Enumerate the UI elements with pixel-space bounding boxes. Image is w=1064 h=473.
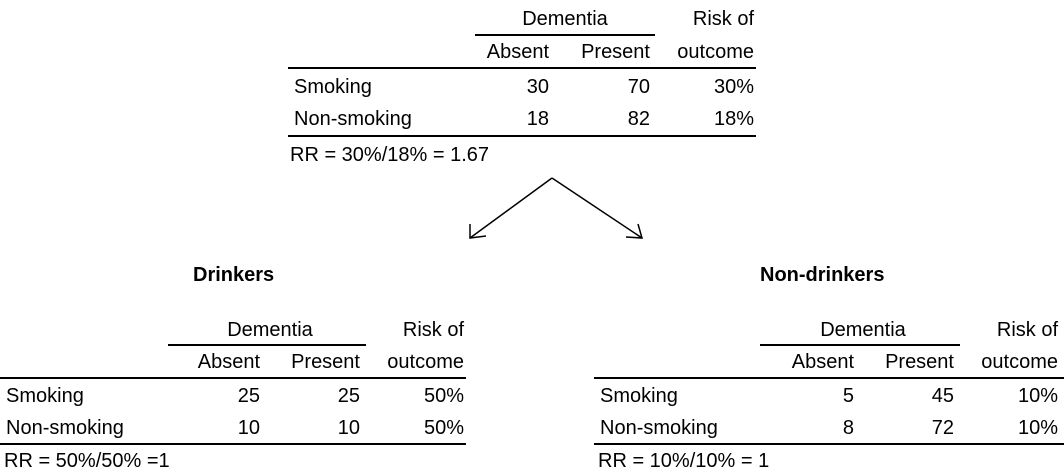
risk-header-line2: outcome [387, 351, 464, 373]
present-value: 70 [627, 76, 650, 98]
arrow-to-non-drinkers [551, 177, 644, 239]
absent-header: Absent [197, 351, 260, 373]
present-header: Present [291, 351, 360, 373]
present-value: 25 [337, 385, 360, 407]
main-table: Dementia Risk of Absent Present outcome … [0, 0, 1064, 175]
dementia-header-underline [760, 344, 960, 346]
absent-value: 18 [526, 108, 549, 130]
risk-header-line1: Risk of [402, 319, 464, 341]
row-label: Non-smoking [294, 108, 412, 130]
rr-formula: RR = 10%/10% = 1 [598, 450, 770, 472]
dementia-header: Dementia [820, 319, 906, 341]
present-header: Present [581, 41, 650, 63]
rr-formula: RR = 50%/50% =1 [4, 450, 170, 472]
present-header: Present [885, 351, 954, 373]
risk-header-line1: Risk of [996, 319, 1058, 341]
dementia-header: Dementia [522, 8, 608, 30]
dementia-header-underline [168, 344, 366, 346]
bottom-rule [0, 443, 466, 445]
risk-value: 18% [713, 108, 754, 130]
dementia-header: Dementia [227, 319, 313, 341]
absent-header: Absent [791, 351, 854, 373]
row-label: Smoking [600, 385, 678, 407]
header-rule [288, 67, 756, 69]
absent-value: 30 [526, 76, 549, 98]
absent-value: 5 [842, 385, 854, 407]
risk-value: 10% [1017, 417, 1058, 439]
bottom-rule [288, 135, 756, 137]
header-rule [0, 377, 466, 379]
absent-value: 8 [842, 417, 854, 439]
present-value: 45 [931, 385, 954, 407]
header-rule [594, 377, 1064, 379]
row-label: Smoking [6, 385, 84, 407]
risk-header-line2: outcome [981, 351, 1058, 373]
risk-header-line1: Risk of [692, 8, 754, 30]
risk-value: 30% [713, 76, 754, 98]
risk-value: 10% [1017, 385, 1058, 407]
row-label: Non-smoking [6, 417, 124, 439]
risk-header-line2: outcome [677, 41, 754, 63]
present-value: 72 [931, 417, 954, 439]
arrow-to-drinkers [469, 177, 553, 239]
drinkers-title: Drinkers [193, 264, 275, 286]
present-value: 10 [337, 417, 360, 439]
absent-value: 25 [237, 385, 260, 407]
dementia-header-underline [475, 34, 655, 36]
present-value: 82 [627, 108, 650, 130]
absent-value: 10 [237, 417, 260, 439]
risk-value: 50% [423, 385, 464, 407]
risk-value: 50% [423, 417, 464, 439]
rr-formula: RR = 30%/18% = 1.67 [290, 144, 490, 166]
bottom-rule [594, 443, 1064, 445]
row-label: Non-smoking [600, 417, 718, 439]
absent-header: Absent [486, 41, 549, 63]
row-label: Smoking [294, 76, 372, 98]
non-drinkers-title: Non-drinkers [760, 264, 885, 286]
